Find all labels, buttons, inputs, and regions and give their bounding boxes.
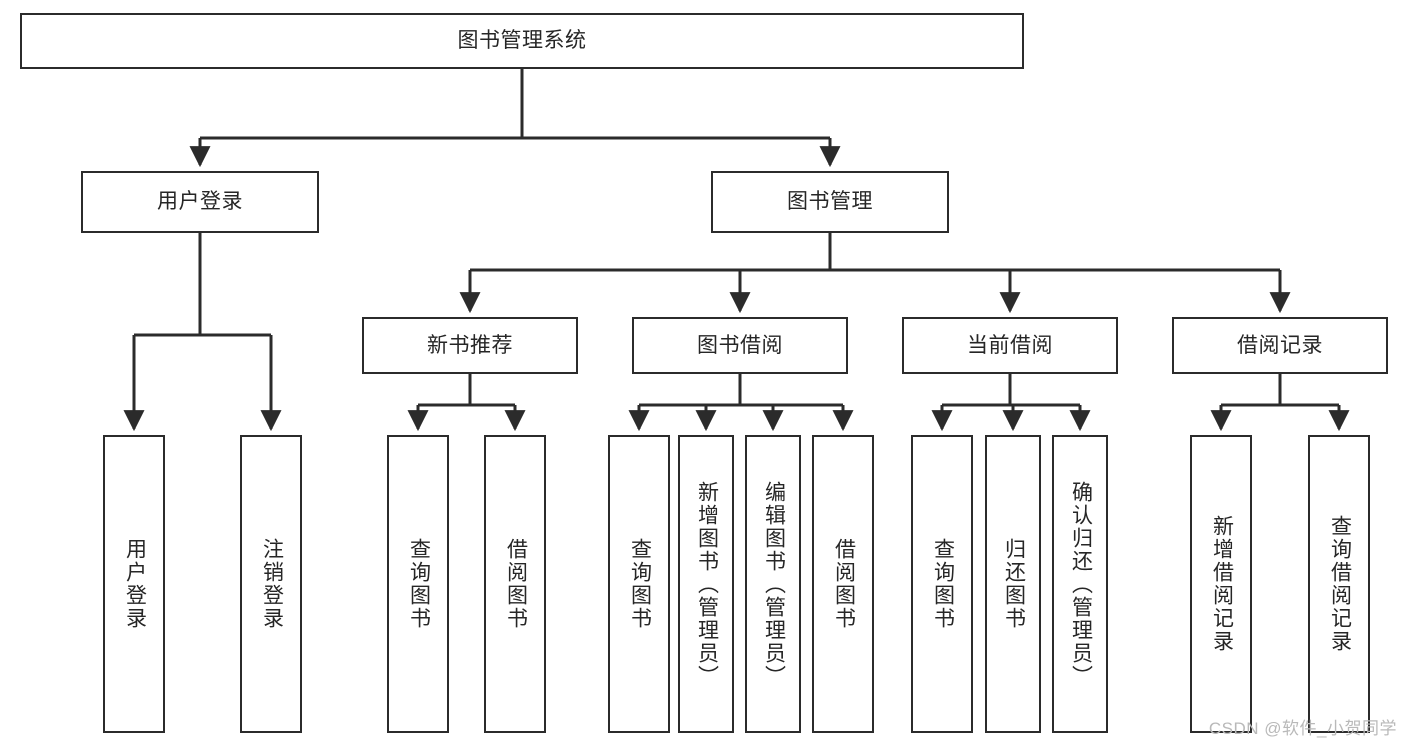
node-book-borrowing: 图书借阅: [632, 317, 848, 374]
node-label: 注销登录: [260, 538, 284, 630]
node-label: 用户登录: [123, 538, 147, 630]
node-label: 归还图书: [1002, 538, 1026, 630]
node-user-login: 用户登录: [81, 171, 319, 233]
node-label: 查询借阅记录: [1328, 515, 1352, 653]
leaf-logout: 注销登录: [240, 435, 302, 733]
node-label: 新书推荐: [427, 333, 513, 357]
node-new-book-recommendation: 新书推荐: [362, 317, 578, 374]
leaf-borrow-books-new: 借阅图书: [484, 435, 546, 733]
node-label: 新增图书（管理员）: [695, 480, 719, 688]
leaf-add-borrow-record: 新增借阅记录: [1190, 435, 1252, 733]
node-label: 编辑图书（管理员）: [762, 480, 786, 688]
node-label: 借阅图书: [504, 538, 528, 630]
node-book-management: 图书管理: [711, 171, 949, 233]
node-label: 查询图书: [628, 538, 652, 630]
node-label: 借阅图书: [832, 538, 856, 630]
node-borrow-records: 借阅记录: [1172, 317, 1388, 374]
node-label: 新增借阅记录: [1210, 515, 1234, 653]
leaf-edit-book-admin: 编辑图书（管理员）: [745, 435, 801, 733]
leaf-borrow-books: 借阅图书: [812, 435, 874, 733]
node-current-borrowing: 当前借阅: [902, 317, 1118, 374]
node-label: 用户登录: [157, 190, 243, 214]
node-label: 借阅记录: [1237, 333, 1323, 357]
leaf-return-books: 归还图书: [985, 435, 1041, 733]
node-label: 图书借阅: [697, 333, 783, 357]
node-label: 图书管理: [787, 190, 873, 214]
leaf-add-book-admin: 新增图书（管理员）: [678, 435, 734, 733]
node-root-title: 图书管理系统: [20, 13, 1024, 69]
csdn-watermark: CSDN @软件_小贺同学: [1208, 719, 1397, 738]
leaf-query-books-borrow: 查询图书: [608, 435, 670, 733]
node-label: 确认归还（管理员）: [1069, 480, 1093, 688]
leaf-confirm-return-admin: 确认归还（管理员）: [1052, 435, 1108, 733]
node-label: 图书管理系统: [457, 29, 587, 53]
leaf-query-borrow-record: 查询借阅记录: [1308, 435, 1370, 733]
node-label: 查询图书: [931, 538, 955, 630]
leaf-query-books-current: 查询图书: [911, 435, 973, 733]
node-label: 当前借阅: [967, 333, 1053, 357]
node-label: 查询图书: [407, 538, 431, 630]
leaf-user-login: 用户登录: [103, 435, 165, 733]
leaf-query-books-new: 查询图书: [387, 435, 449, 733]
